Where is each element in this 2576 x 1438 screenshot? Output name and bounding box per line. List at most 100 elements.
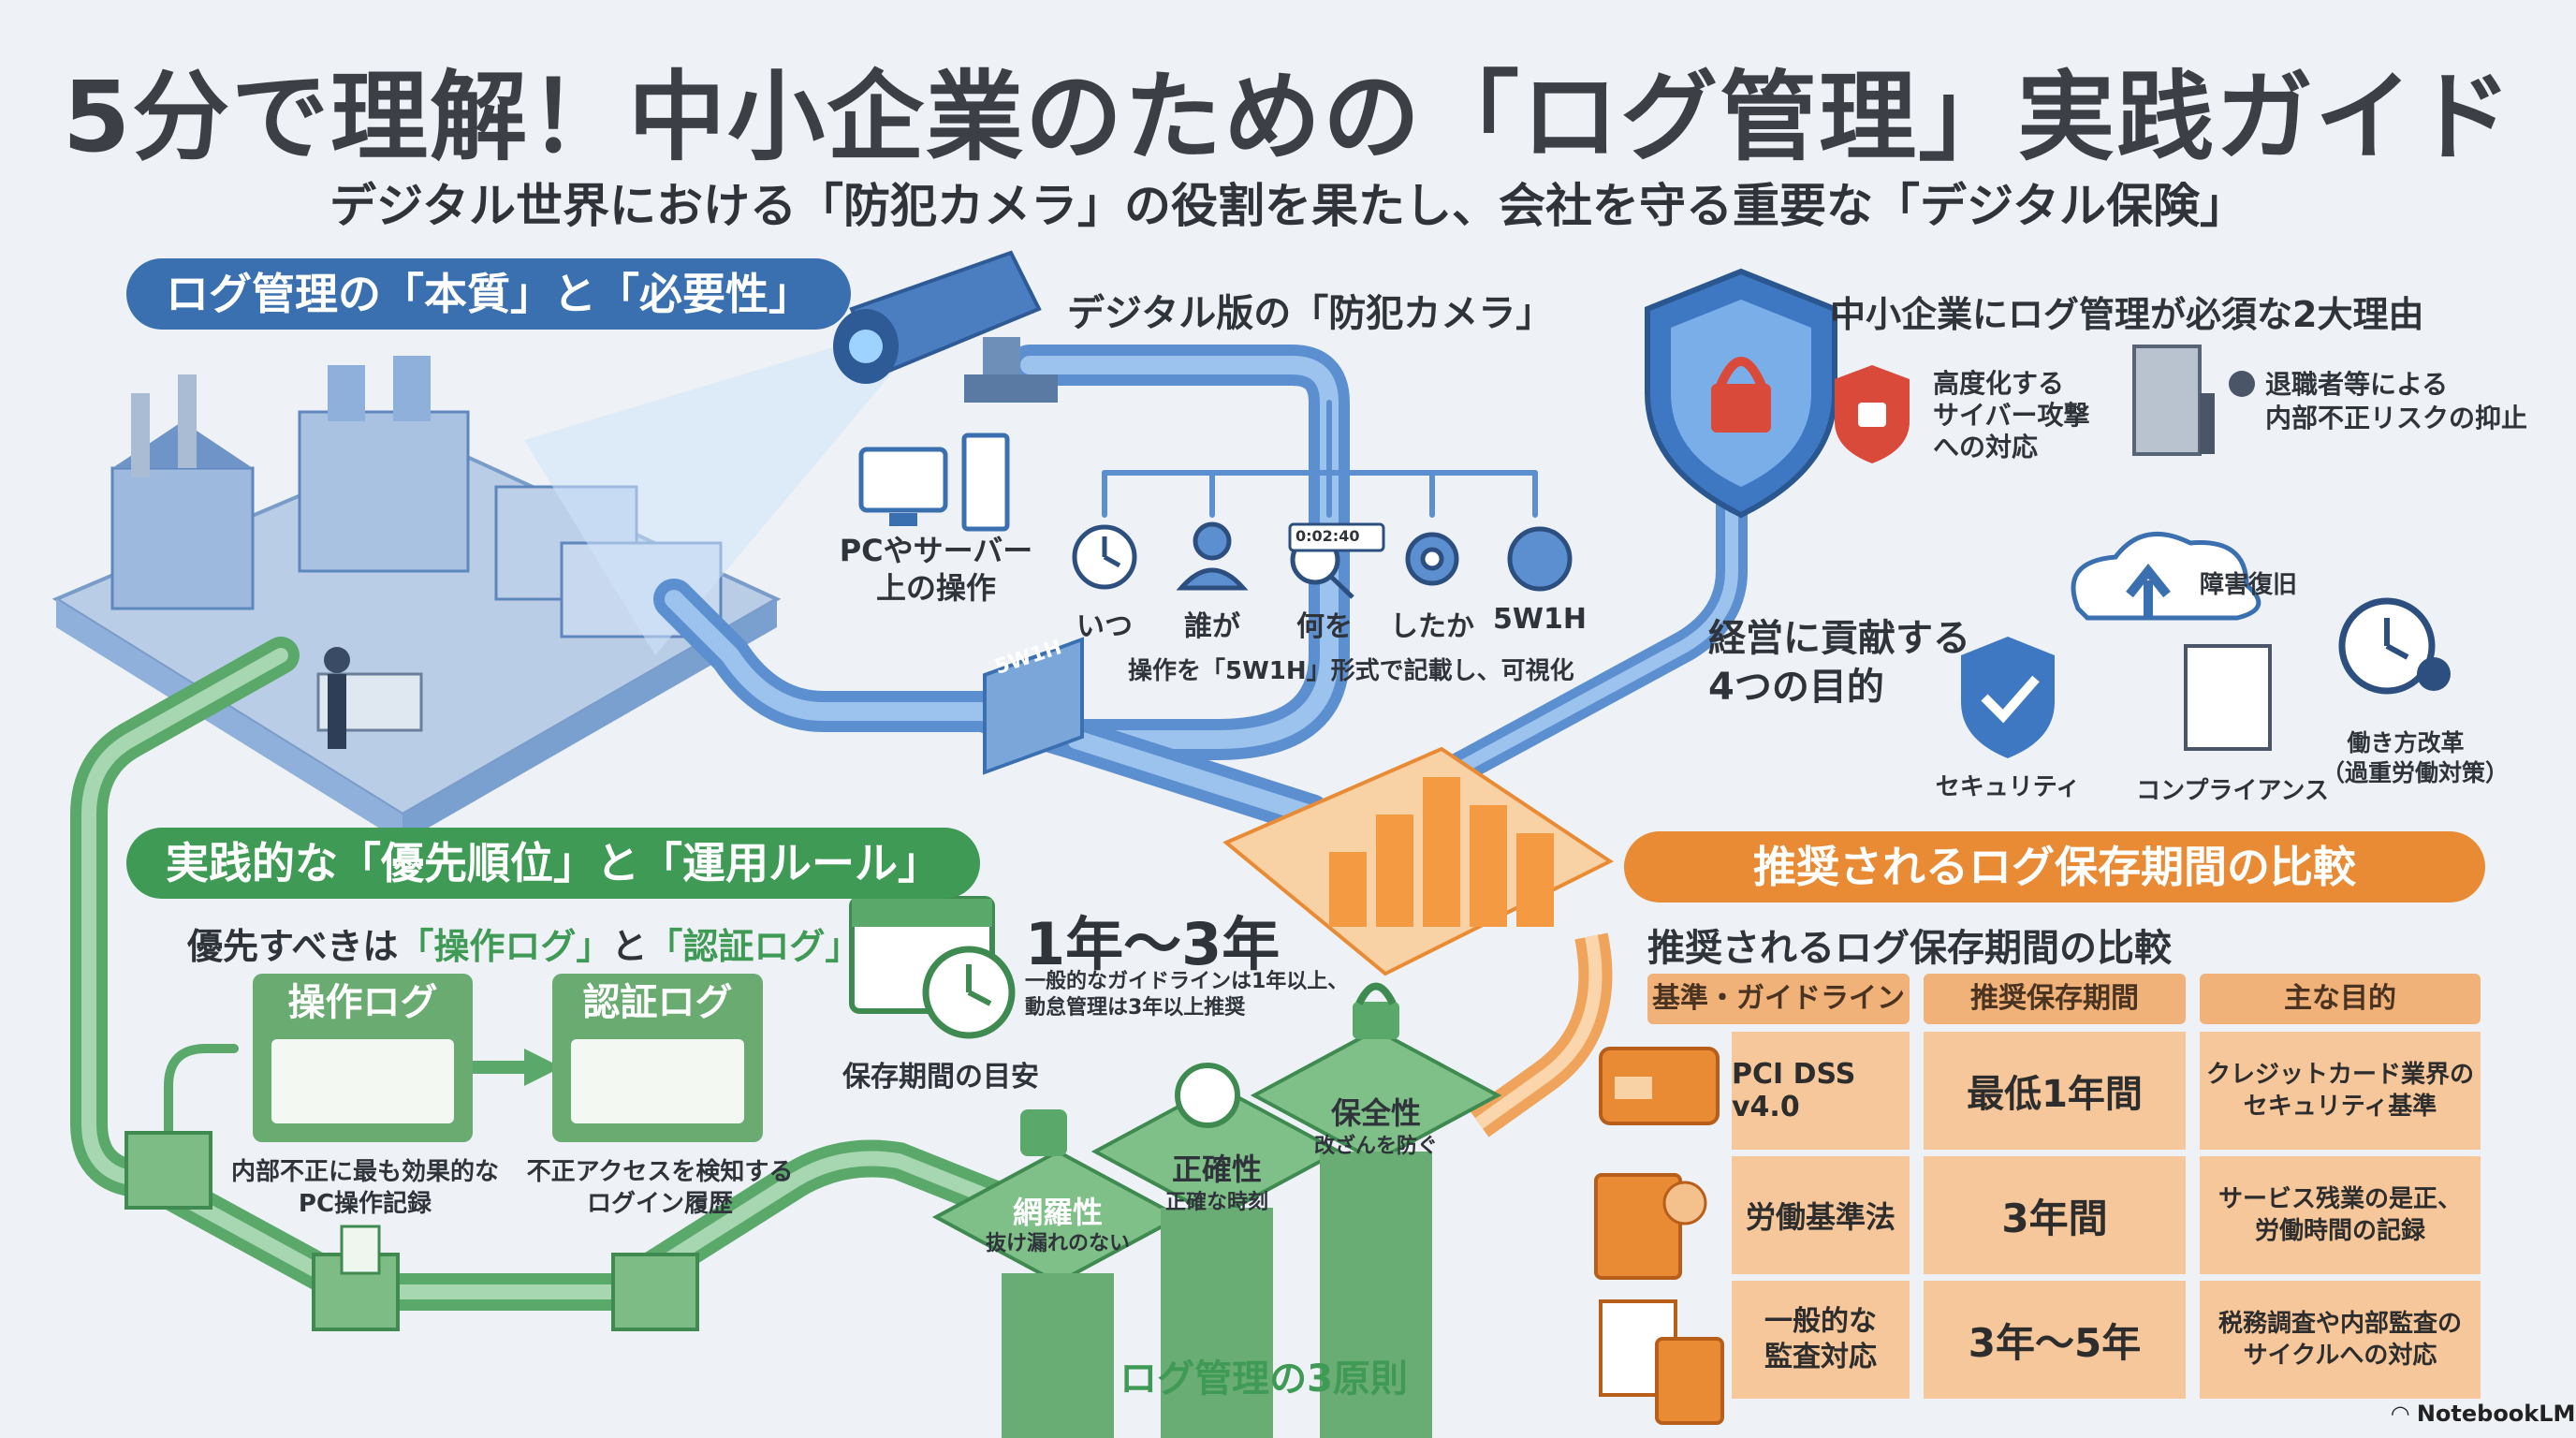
- reason2-line2: 内部不正リスクの抑止: [2265, 403, 2528, 433]
- operation-log-title: 操作ログ: [287, 981, 438, 1024]
- 5w1h-caption: 操作を「5W1H」形式で記載し、可視化: [1128, 657, 1574, 685]
- row1-purpose-line1: クレジットカード業界の: [2205, 1061, 2474, 1089]
- shield-lock-illustration: [1645, 268, 1837, 519]
- blue-pipes: [653, 345, 1748, 840]
- row2-purpose: サービス残業の是正、 労働時間の記録: [2200, 1156, 2481, 1274]
- auth-log-caption: 不正アクセスを検知する ログイン履歴: [510, 1156, 810, 1220]
- reasons-heading: 中小企業にログ管理が必須な2大理由: [1830, 294, 2424, 335]
- row1-period: 最低1年間: [1924, 1032, 2186, 1150]
- reason-cyber-attack: 高度化する サイバー攻撃 への対応: [1933, 368, 2089, 463]
- principle-accuracy: 正確性: [1171, 1152, 1262, 1187]
- w-item-5w1h: 5W1H: [1493, 603, 1587, 636]
- purposes-heading-line2: 4つの目的: [1708, 666, 1884, 709]
- row3-standard-line2: 監査対応: [1764, 1341, 1877, 1373]
- calendar-clock-icon: [849, 896, 1016, 1039]
- principle-pillars: [931, 982, 1502, 1438]
- essence-heading: ログ管理の「本質」と「必要性」: [126, 258, 851, 330]
- card1-caption-line1: 内部不正に最も効果的な: [230, 1158, 499, 1186]
- pc-operation-label: PCやサーバー 上の操作: [824, 532, 1048, 607]
- purpose-security: セキュリティ: [1935, 773, 2081, 801]
- page-subtitle: デジタル世界における「防犯カメラ」の役割を果たし、会社を守る重要な「デジタル保険…: [329, 179, 2247, 233]
- retention-hint-caption: 保存期間の目安: [842, 1061, 1039, 1093]
- principle-integrity: 保全性: [1330, 1095, 1421, 1131]
- row3-period: 3年〜5年: [1924, 1281, 2186, 1399]
- row3-standard: 一般的な 監査対応: [1732, 1281, 1910, 1399]
- w-item-what: 何を: [1296, 610, 1353, 643]
- col-period: 推奨保存期間: [1924, 974, 2186, 1024]
- principle-integrity-sub: 改ざんを防ぐ: [1313, 1135, 1438, 1158]
- clock-readout: 0:02:40: [1295, 527, 1360, 545]
- retention-hint-line2: 動怠管理は3年以上推奨: [1025, 996, 1246, 1020]
- reason-icons: [1835, 345, 2255, 463]
- auth-log-card: 認証ログ: [552, 974, 763, 1142]
- priority-operation-log: 「操作ログ」: [398, 926, 612, 967]
- retention-row-icons: [1594, 1047, 2184, 1425]
- practice-heading: 実践的な「優先順位」と「運用ルール」: [126, 828, 980, 899]
- card2-caption-line1: 不正アクセスを検知する: [526, 1158, 794, 1186]
- pc-label-line2: 上の操作: [875, 570, 996, 606]
- page-title: 5分で理解！中小企業のための「ログ管理」実践ガイド: [62, 60, 2514, 174]
- purposes-heading: 経営に貢献する 4つの目的: [1708, 614, 1970, 712]
- retention-range-big: 1年〜3年: [1025, 910, 1281, 978]
- card1-caption-line2: PC操作記録: [298, 1190, 432, 1218]
- w-item-who: 誰が: [1184, 610, 1240, 643]
- row1-purpose-line2: セキュリティ基準: [2243, 1093, 2437, 1121]
- reason1-line3: への対応: [1933, 432, 2039, 462]
- notebooklm-logo-icon: ◠: [2392, 1401, 2417, 1427]
- security-camera-illustration: [833, 250, 1058, 403]
- row3-standard-line1: 一般的な: [1764, 1305, 1877, 1338]
- pc-server-icon: [858, 433, 1010, 532]
- principle-completeness-sub: 抜け漏れのない: [985, 1232, 1130, 1255]
- 5w1h-icons: [1072, 521, 1573, 599]
- row3-purpose: 税務調査や内部監査の サイクルへの対応: [2200, 1281, 2481, 1399]
- auth-log-title: 認証ログ: [582, 981, 733, 1024]
- principle-accuracy-sub: 正確な時刻: [1164, 1191, 1268, 1214]
- priority-prefix: 優先すべきは: [187, 926, 399, 967]
- camera-light-cone: [524, 328, 899, 655]
- row3-purpose-line1: 税務調査や内部監査の: [2217, 1310, 2462, 1338]
- operation-log-caption: 内部不正に最も効果的な PC操作記録: [197, 1156, 534, 1220]
- row3-purpose-line2: サイクルへの対応: [2243, 1342, 2437, 1370]
- purpose-work-style: 働き方改革 （過重労働対策）: [2321, 728, 2510, 788]
- retention-hint-line1: 一般的なガイドラインは1年以上、: [1025, 970, 1349, 993]
- row1-purpose: クレジットカード業界の セキュリティ基準: [2200, 1032, 2481, 1150]
- row2-standard: 労働基準法: [1732, 1156, 1910, 1274]
- purpose-recovery: 障害復旧: [2200, 571, 2298, 599]
- green-pipes: [70, 637, 1011, 1311]
- priority-and: と: [611, 926, 648, 967]
- w-item-did: したか: [1390, 610, 1474, 643]
- row1-standard: PCI DSS v4.0: [1732, 1032, 1910, 1150]
- col-purpose: 主な目的: [2200, 974, 2481, 1024]
- col-standard: 基準・ガイドライン: [1647, 974, 1910, 1024]
- principles-caption: ログ管理の3原則: [1120, 1357, 1408, 1401]
- row2-purpose-line2: 労働時間の記録: [2254, 1217, 2425, 1245]
- notebooklm-watermark: ◠ NotebookLM: [2392, 1401, 2575, 1427]
- watermark-text: NotebookLM: [2416, 1401, 2576, 1427]
- reason1-line1: 高度化する: [1933, 368, 2065, 399]
- orange-hub: [1222, 746, 1614, 1137]
- priority-auth-log: 「認証ログ」: [647, 926, 861, 967]
- reason-insider-fraud: 退職者等による 内部不正リスクの抑止: [2265, 368, 2527, 435]
- keyboard-icon: [271, 1039, 454, 1123]
- card2-caption-line2: ログイン履歴: [586, 1190, 733, 1218]
- pc-label-line1: PCやサーバー: [839, 533, 1033, 568]
- green-junction-boxes: [124, 1131, 699, 1331]
- camera-label: デジタル版の「防犯カメラ」: [1067, 292, 1554, 335]
- retention-hint-detail: 一般的なガイドラインは1年以上、 動怠管理は3年以上推奨: [1025, 969, 1348, 1021]
- login-form-icon: [571, 1039, 744, 1123]
- purpose4-line2: （過重労働対策）: [2321, 759, 2510, 786]
- retention-table-heading: 推奨されるログ保存期間の比較: [1647, 927, 2172, 970]
- purposes-heading-line1: 経営に貢献する: [1708, 617, 1970, 660]
- principle-completeness: 網羅性: [1012, 1195, 1103, 1230]
- row2-period: 3年間: [1924, 1156, 2186, 1274]
- retention-banner: 推奨されるログ保存期間の比較: [1624, 831, 2485, 902]
- reason1-line2: サイバー攻撃: [1933, 400, 2090, 431]
- reason2-line1: 退職者等による: [2265, 369, 2449, 400]
- purpose4-line1: 働き方改革: [2347, 729, 2465, 756]
- purpose-compliance: コンプライアンス: [2136, 777, 2329, 805]
- row2-purpose-line1: サービス残業の是正、: [2217, 1185, 2462, 1213]
- purpose-icons: [1961, 531, 2451, 758]
- operation-log-card: 操作ログ: [253, 974, 473, 1142]
- w-item-when: いつ: [1076, 610, 1133, 643]
